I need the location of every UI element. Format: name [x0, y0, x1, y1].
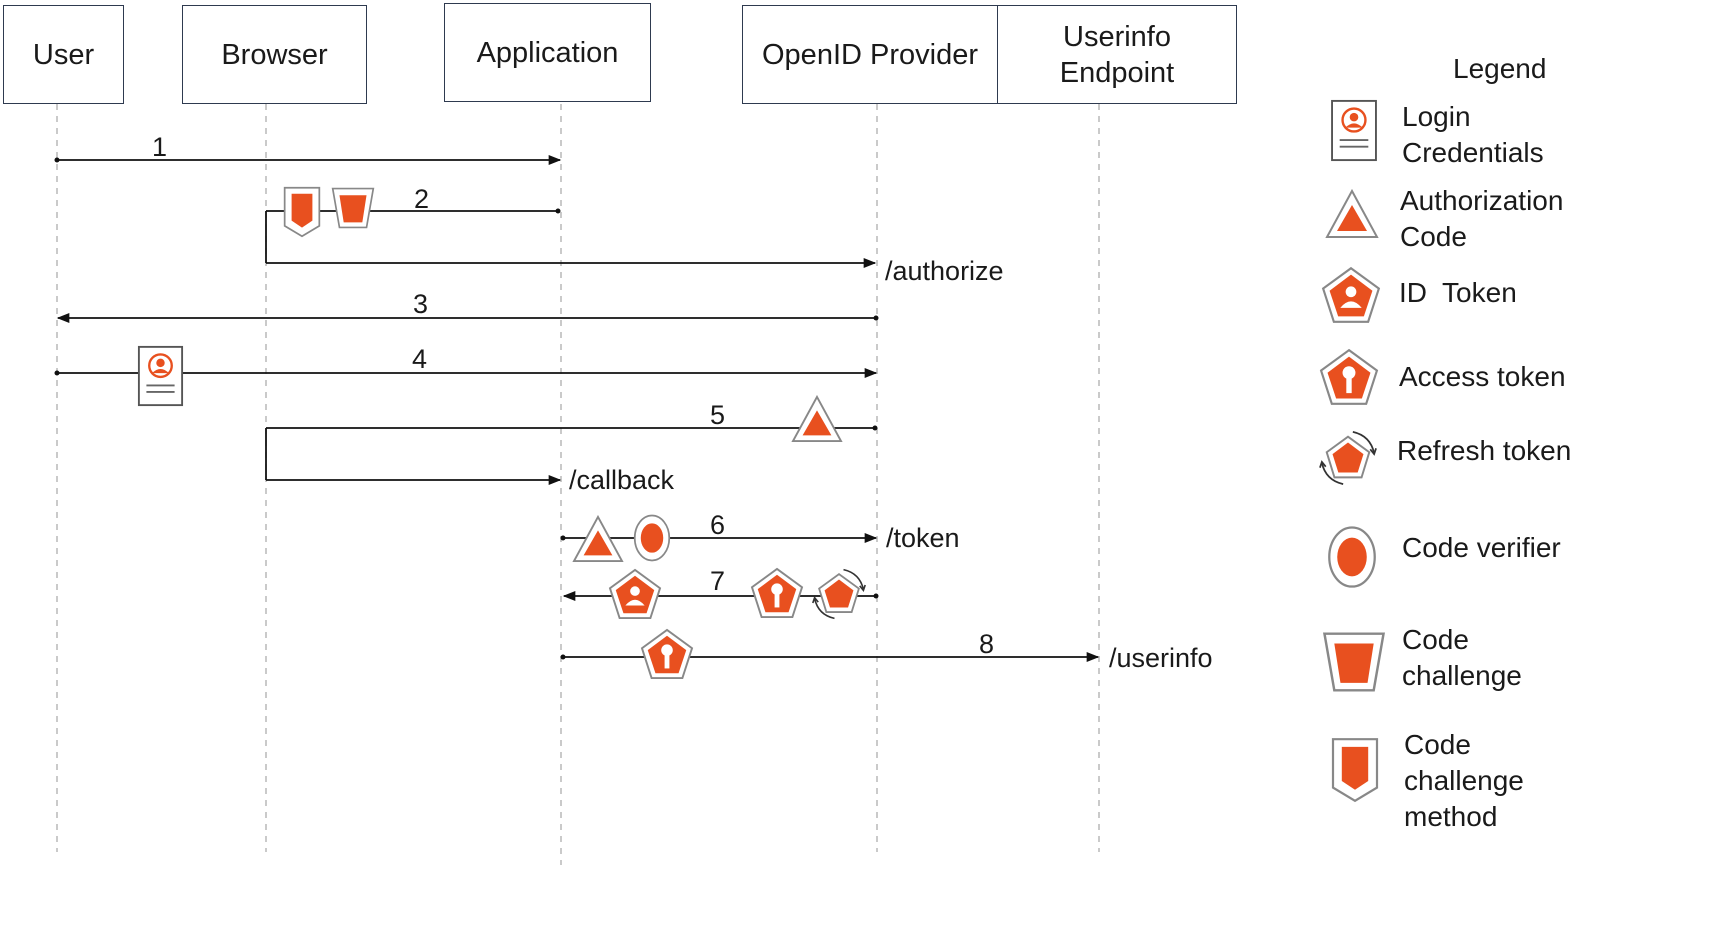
access-token-icon	[1319, 349, 1379, 405]
legend-line: challenge	[1404, 765, 1524, 796]
login-credentials-icon	[137, 345, 184, 407]
step-label-1: 1	[152, 132, 167, 162]
legend-line: Access token	[1399, 361, 1566, 392]
legend-line: ID Token	[1399, 277, 1517, 308]
step-label-2: 2	[414, 184, 429, 214]
login-credentials-icon	[1330, 99, 1378, 162]
access-token-icon	[750, 567, 804, 619]
code-challenge-method-icon	[1331, 738, 1379, 802]
code-challenge-method-icon	[283, 186, 321, 238]
access-token-icon	[640, 628, 694, 680]
code-verifier-icon	[1328, 526, 1376, 588]
endpoint-callback: /callback	[569, 465, 675, 495]
legend-icons	[1318, 99, 1385, 802]
message-6: 6 /token	[560, 510, 960, 563]
message-4: 4	[54, 344, 878, 407]
legend-label-login-credentials: Login Credentials	[1402, 99, 1544, 171]
code-challenge-icon	[331, 187, 375, 229]
legend-label-authorization-code: Authorization Code	[1400, 183, 1563, 255]
id-token-icon	[608, 568, 662, 620]
legend-line: Code	[1404, 729, 1471, 760]
legend-label-code-challenge-method: Code challenge method	[1404, 727, 1524, 835]
id-token-icon	[1322, 267, 1380, 323]
actor-browser-label: Browser	[221, 38, 328, 71]
step-label-6: 6	[710, 510, 725, 540]
legend-line: challenge	[1402, 660, 1522, 691]
actor-browser: Browser	[182, 5, 367, 104]
actor-openid-provider-label: OpenID Provider	[762, 38, 978, 71]
actor-user-label: User	[32, 38, 95, 71]
step-label-7: 7	[710, 566, 725, 596]
message-5: 5 /callback	[265, 395, 878, 495]
legend-label-code-verifier: Code verifier	[1402, 530, 1561, 566]
message-1: 1	[54, 132, 562, 166]
code-challenge-icon	[1323, 632, 1385, 692]
refresh-token-icon	[811, 568, 867, 620]
legend-line: method	[1404, 801, 1498, 832]
step-label-3: 3	[413, 289, 428, 319]
message-2: 2 /authorize	[265, 184, 1004, 286]
legend-line: Login	[1402, 101, 1471, 132]
authorization-code-icon	[573, 515, 623, 563]
legend-line: Code	[1402, 624, 1469, 655]
endpoint-userinfo: /userinfo	[1109, 643, 1213, 673]
message-3: 3	[56, 289, 879, 324]
authorization-code-icon	[792, 395, 842, 443]
legend-line: Code verifier	[1402, 532, 1561, 563]
step-label-8: 8	[979, 629, 994, 659]
step-label-4: 4	[412, 344, 427, 374]
step-label-5: 5	[710, 400, 725, 430]
message-7: 7	[562, 566, 879, 620]
legend-line: Authorization	[1400, 185, 1564, 216]
legend-line: Code	[1400, 221, 1467, 252]
endpoint-token: /token	[886, 523, 960, 553]
legend-label-id-token: ID Token	[1399, 275, 1517, 311]
endpoint-authorize: /authorize	[885, 256, 1004, 286]
authorization-code-icon	[1325, 189, 1379, 239]
legend-label-code-challenge: Code challenge	[1402, 622, 1522, 694]
legend-label-access-token: Access token	[1399, 359, 1566, 395]
actor-userinfo-endpoint-label: Userinfo Endpoint	[1059, 20, 1175, 89]
actor-user: User	[3, 5, 124, 104]
actor-application: Application	[444, 3, 651, 102]
actor-userinfo-endpoint: Userinfo Endpoint	[997, 5, 1237, 104]
legend-title: Legend	[1453, 53, 1547, 84]
legend-label-refresh-token: Refresh token	[1397, 433, 1571, 469]
actor-application-label: Application	[476, 36, 619, 69]
code-verifier-icon	[633, 514, 671, 562]
actor-openid-provider: OpenID Provider	[742, 5, 998, 104]
message-8: 8 /userinfo	[560, 628, 1213, 680]
refresh-token-icon	[1318, 430, 1378, 486]
legend-line: Refresh token	[1397, 435, 1572, 466]
legend-line: Credentials	[1402, 137, 1544, 168]
